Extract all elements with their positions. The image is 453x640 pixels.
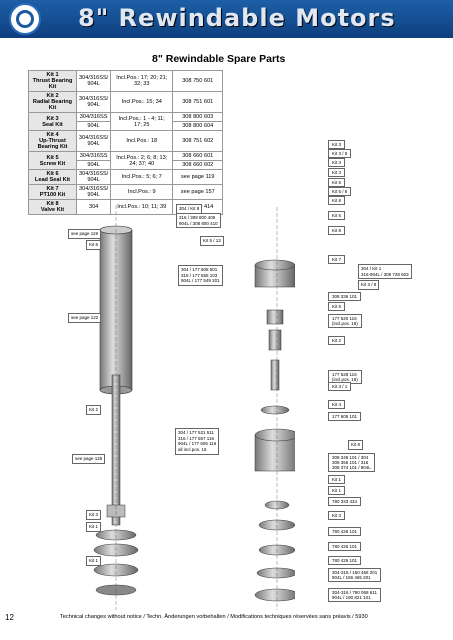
part-callout: Kit 8 <box>328 196 346 205</box>
part-callout: 308 348 101 / 304 308 356 101 / 316 308 … <box>328 453 375 472</box>
kit-material: 304/316SS/ 904L <box>75 70 112 92</box>
kit-name: Kit 6 Lead Seal Kit <box>28 169 77 185</box>
kit-positions: Incl.Pos.: 15; 34 <box>110 91 174 113</box>
part-callout: Kit 4 <box>328 400 346 409</box>
part-callout: Kit 2 <box>328 336 346 345</box>
part-callout: Kit 5 <box>328 178 346 187</box>
kit-material: 304 <box>75 199 112 215</box>
part-callout: 304-316 / 790 068 611 904L / 190 821 101 <box>328 588 381 602</box>
page-footer: Technical changes without notice / Techn… <box>60 614 368 620</box>
kit-name: Kit 7 PT100 Kit <box>28 184 77 200</box>
kit-part-number: 308 800 604 <box>172 121 224 131</box>
kit8-annotation: Kit 8 <box>348 440 364 450</box>
kit-material: 304/316SS/ 904L <box>75 130 112 152</box>
part-callout: Kit 3 <box>328 168 346 177</box>
part-callout: 177 605 101 <box>328 412 362 421</box>
part-callout: 780 426 101 <box>328 556 362 565</box>
annotation: Kit 1 <box>86 556 102 566</box>
kit-name: Kit 4 Up-Thrust Bearing Kit <box>28 130 77 152</box>
part-callout: Kit 3 <box>328 140 346 149</box>
part-callout: Kit 3 <box>328 158 346 167</box>
part-callout: Kit 3 / 1 <box>328 382 352 391</box>
part-callout: Kit 7 <box>328 255 346 264</box>
kit-part-number: 308 660 602 <box>172 160 224 170</box>
kit-positions: Incl.Pos.: 17; 20; 21; 32; 33 <box>110 70 174 92</box>
part-callout: 308 336 101 <box>328 292 362 301</box>
annotation: Kit 5 / 13 <box>200 236 224 246</box>
part-callout: 780 333 434 <box>328 497 362 506</box>
part-callout: Kit 1 <box>328 486 346 495</box>
part-callout: 304-316 / 150 456 201 904L / 156 465 201 <box>328 568 382 582</box>
side-annotation: Kit 3 / 8 <box>358 280 380 290</box>
kit-part-number: 308 751 601 <box>172 91 224 113</box>
section-title: 8" Rewindable Spare Parts <box>152 53 286 65</box>
kit-part-number: 308 800 603 <box>172 112 224 122</box>
part-callout: Kit 3 / 5 <box>328 149 352 158</box>
kit-material: 904L <box>75 121 112 131</box>
kit-positions: Incl.Pos.: 9 <box>110 184 174 200</box>
kit-material: 304/316SS <box>75 151 112 161</box>
annotation: Kit 2 <box>86 405 102 415</box>
kit-positions: Incl.Pos.: 10; 11; 39 <box>110 199 174 215</box>
kit-name: Kit 1 Thrust Bearing Kit <box>28 70 77 92</box>
kit-positions: Incl.Pos.: 18 <box>110 130 174 152</box>
part-callout: 177 520 116 (incl.pos. 18) <box>328 314 362 328</box>
brand-logo <box>9 3 41 35</box>
page-header: 8" Rewindable Motors <box>0 0 453 38</box>
kit-part-number: see page 119 <box>172 169 224 185</box>
part-callout: Kit 3 <box>328 511 346 520</box>
kit-part-number: see page 157 <box>172 184 224 200</box>
annotation: Kit 3 <box>86 510 102 520</box>
annotation: 304 / 177 531 511 316 / 177 557 116 904L… <box>175 428 220 455</box>
annotation: 304 / 177 608 501 316 / 177 555 103 904L… <box>178 265 223 286</box>
kit-name: Kit 2 Radial Bearing Kit <box>28 91 77 113</box>
side-annotation: 304 / Kit 1 316-904L / 308 728 603 <box>358 264 412 280</box>
kit-part-number: 308 750 601 <box>172 70 224 92</box>
exploded-view-drawing <box>93 205 295 610</box>
page-number: 12 <box>5 613 14 622</box>
kit-part-number: 308 751 602 <box>172 130 224 152</box>
annotation: 316 / 308 800 406 904L / 308 800 410 <box>176 213 221 229</box>
part-callout: Kit 6 <box>328 211 346 220</box>
kit-positions: Incl.Pos.: 1 - 4; 11; 17; 25 <box>110 112 174 131</box>
kit-material: 304/316SS/ 904L <box>75 169 112 185</box>
kit-material: 304/316SS/ 904L <box>75 91 112 113</box>
annotation: see page 125 <box>72 454 106 464</box>
kit-part-number: 308 660 601 <box>172 151 224 161</box>
part-callout: Kit 5 <box>328 302 346 311</box>
part-callout: 780 426 101 <box>328 542 362 551</box>
annotation: Kit 6 <box>86 240 102 250</box>
kit-positions: Incl.Pos.: 2; 6; 8; 13; 24; 37; 40 <box>110 151 174 170</box>
part-callout: 780 426 101 <box>328 527 362 536</box>
page-title: 8" Rewindable Motors <box>78 4 396 32</box>
kit-material: 304/316SS/ 904L <box>75 184 112 200</box>
kit-name: Kit 5 Screw Kit <box>28 151 77 170</box>
annotation: Kit 1 <box>86 522 102 532</box>
annotation: see page 119 <box>68 229 101 239</box>
part-callout: Kit 5 / 8 <box>328 187 352 196</box>
kit-positions: Incl.Pos.: 5; 6; 7 <box>110 169 174 185</box>
kit-name: Kit 3 Seal Kit <box>28 112 77 131</box>
part-callout: Kit 1 <box>328 475 346 484</box>
kit-material: 304/316SS <box>75 112 112 122</box>
kit-material: 904L <box>75 160 112 170</box>
annotation: see page 122 <box>68 313 102 323</box>
part-callout: Kit 8 <box>328 226 346 235</box>
